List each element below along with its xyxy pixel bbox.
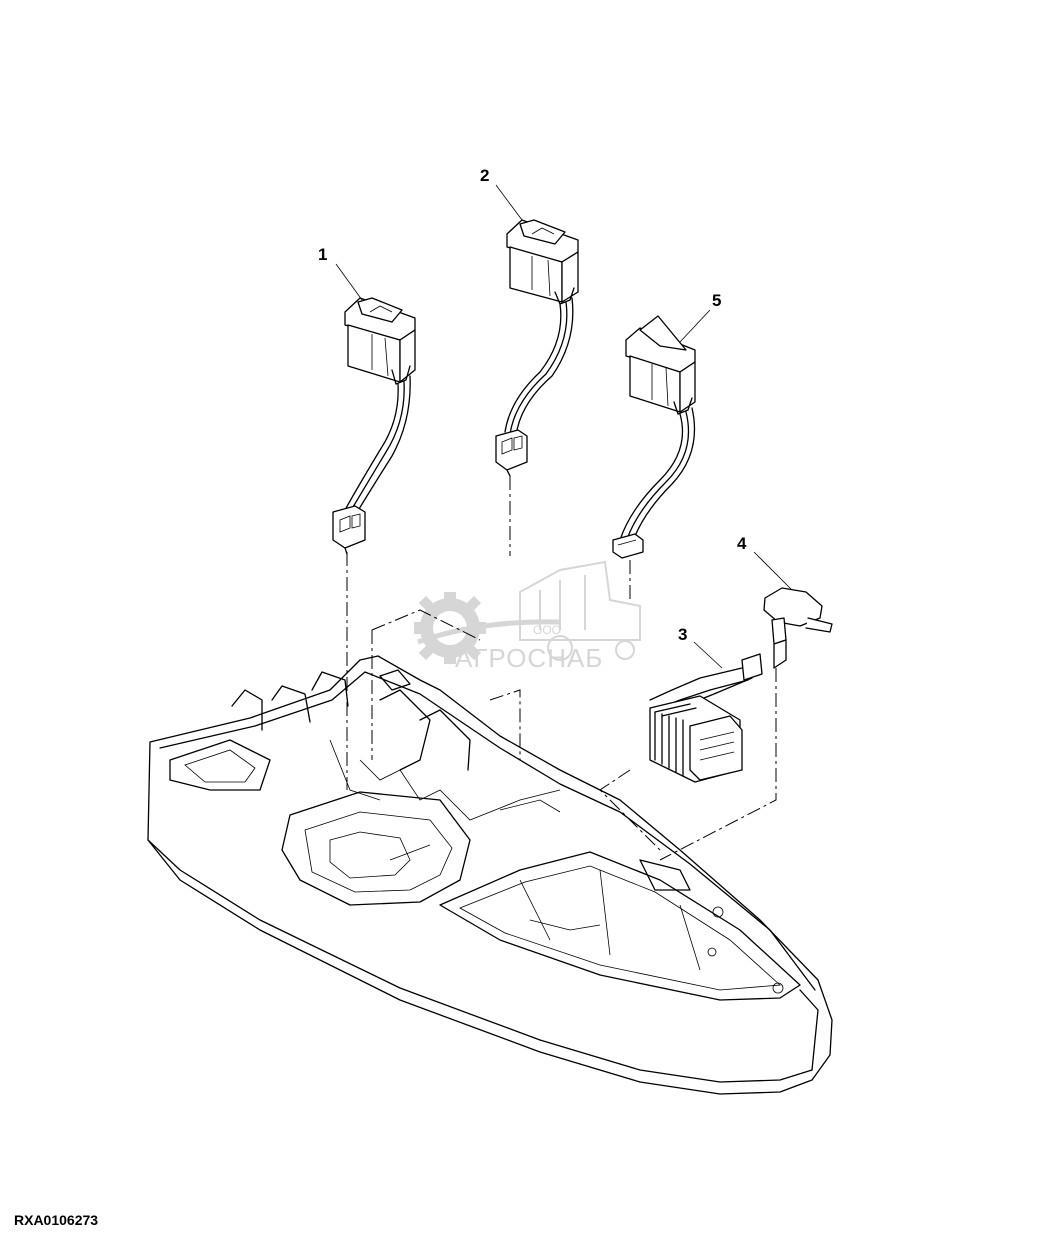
part-5-rocker-switch xyxy=(612,315,696,559)
callout-2: 2 xyxy=(480,166,489,185)
part-2-rocker-switch xyxy=(495,219,579,477)
console-housing xyxy=(147,655,833,1095)
callout-4: 4 xyxy=(737,534,747,553)
part-1-rocker-switch xyxy=(332,297,416,555)
assembly-lines xyxy=(346,476,777,861)
callout-1: 1 xyxy=(318,245,327,264)
harvester-icon xyxy=(519,560,641,661)
watermark-logo: ООО АГРОСНАБ xyxy=(414,560,641,673)
part-3-harness-switch xyxy=(649,653,763,783)
callout-5: 5 xyxy=(712,291,721,310)
part-4-cap xyxy=(763,587,833,669)
callout-3: 3 xyxy=(678,625,687,644)
watermark-prefix: ООО xyxy=(533,623,561,637)
drawing-code: RXA0106273 xyxy=(14,1212,99,1228)
leader-lines xyxy=(335,184,793,669)
watermark-name: АГРОСНАБ xyxy=(455,643,603,673)
